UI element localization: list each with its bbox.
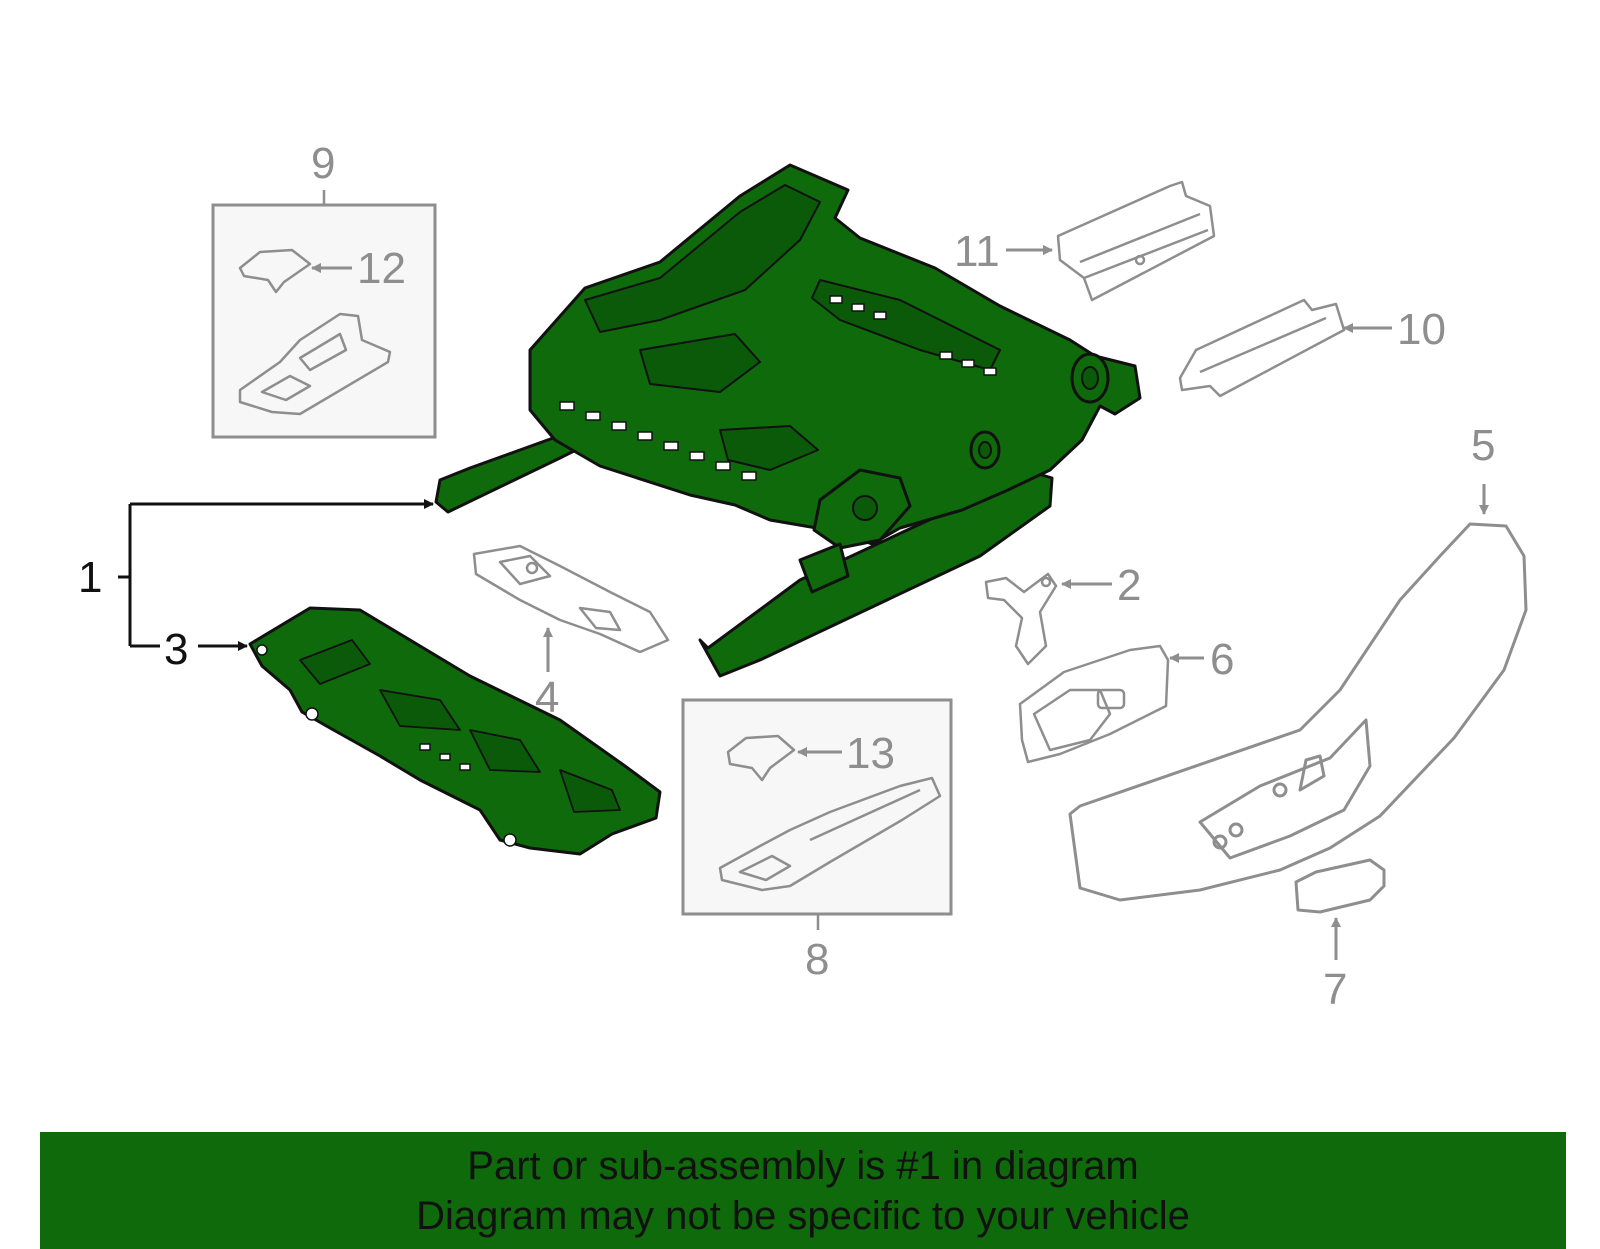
part-1-seat-frame[interactable]: [434, 163, 1142, 678]
callout-6: 6: [1210, 635, 1234, 684]
part-12-clip[interactable]: [238, 248, 312, 294]
callout-3: 3: [164, 625, 188, 674]
banner-line-1: Part or sub-assembly is #1 in diagram: [467, 1143, 1139, 1188]
callout-2: 2: [1117, 561, 1141, 610]
detail-box-9: [211, 190, 437, 439]
part-9-bracket[interactable]: [238, 312, 392, 416]
part-8-bracket[interactable]: [718, 776, 942, 892]
callout-10: 10: [1397, 305, 1446, 354]
banner-line-2: Diagram may not be specific to your vehi…: [416, 1193, 1190, 1238]
callout-7: 7: [1323, 965, 1347, 1014]
callout-4: 4: [535, 673, 559, 722]
part-11-rail-cover[interactable]: [1056, 180, 1216, 302]
callout-9: 9: [311, 139, 335, 188]
leader-lines-gray: [311, 245, 1489, 960]
callout-5: 5: [1471, 421, 1495, 470]
part-13-clip[interactable]: [726, 734, 796, 782]
callout-12: 12: [357, 244, 406, 293]
info-banner: Part or sub-assembly is #1 in diagram Di…: [40, 1132, 1566, 1249]
callout-13: 13: [846, 729, 895, 778]
part-7-knob[interactable]: [1294, 858, 1386, 914]
part-4-bracket[interactable]: [472, 544, 670, 654]
part-6-switch-housing[interactable]: [1018, 644, 1170, 764]
part-3-side-panel[interactable]: [248, 606, 662, 856]
detail-box-8: [681, 698, 953, 930]
callout-11: 11: [954, 227, 1000, 276]
callout-1: 1: [78, 553, 102, 602]
part-2-bracket[interactable]: [984, 572, 1058, 666]
banner-background: [40, 1132, 1566, 1249]
part-5-side-shield[interactable]: [1068, 522, 1528, 902]
leader-lines-dark: [118, 499, 434, 651]
part-10-rail-cover[interactable]: [1178, 298, 1346, 398]
callout-8: 8: [805, 935, 829, 984]
